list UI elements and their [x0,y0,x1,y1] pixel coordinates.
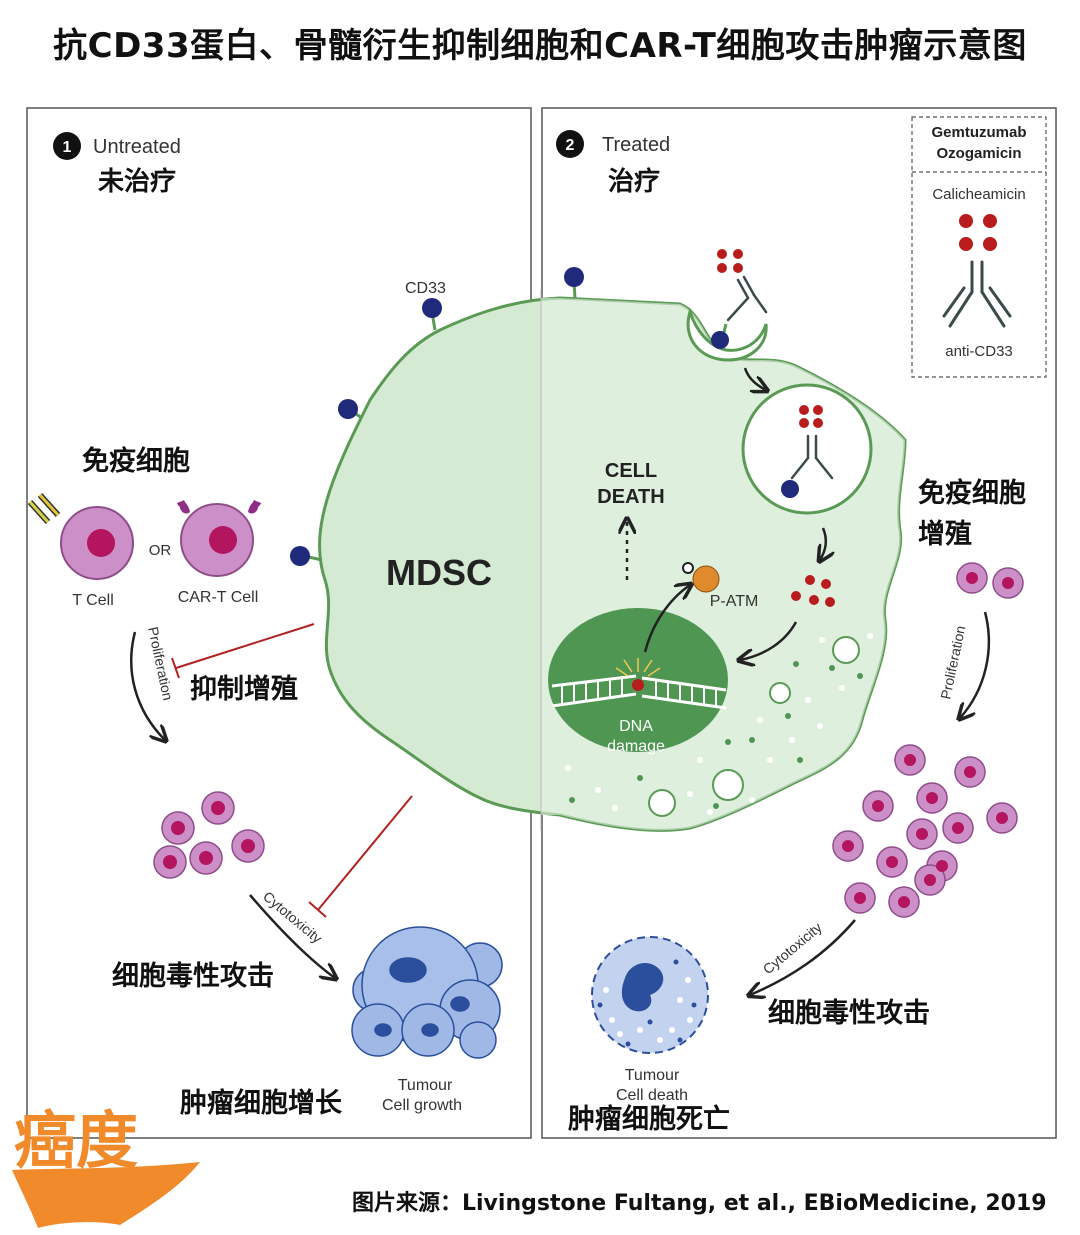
source-citation: 图片来源：Livingstone Fultang, et al., EBioMe… [352,1191,1047,1216]
proliferation-label-treated: Proliferation [937,624,968,700]
tumour-growth-cluster [351,926,503,1059]
t-cell [27,492,134,580]
drug-name-line2: Ozogamicin [936,145,1021,162]
panel1-number-badge [53,132,81,160]
arrow-to-patm [643,585,690,653]
cd33-receptors-untreated [290,267,584,566]
vesicles [648,636,860,817]
panel2-number: 2 [566,137,575,154]
panel2-number-badge [556,130,584,158]
inhibit-cytotoxicity-line [317,795,413,911]
p-atm-label: P-ATM [710,593,759,610]
immune-cells-pair [956,562,1024,599]
drug-legend [911,116,1047,378]
car-t-cell-label: CAR-T Cell [178,589,259,606]
immune-prolif-label-zh-2: 增殖 [918,518,972,550]
cytotoxic-attack-label-zh-treated: 细胞毒性攻击 [768,997,930,1029]
drug-conjugate-endosome [781,405,834,498]
immune-cell-cluster-treated [832,744,1018,918]
proliferation-label-untreated: Proliferation [145,625,176,701]
granules-green [569,661,863,809]
cell-death-label-2: DEATH [597,486,664,508]
drug-conjugate-incoming [711,249,768,349]
inhibit-proliferation-label-zh: 抑制增殖 [190,673,298,705]
or-label: OR [149,542,172,559]
dying-tumour-cell [591,936,709,1054]
logo-text: 癌度 [14,1104,138,1177]
cytotoxic-attack-label-zh-untreated: 细胞毒性攻击 [112,960,274,992]
proliferation-arrow-untreated [130,631,165,740]
cytotoxicity-arrow-untreated [249,894,335,978]
tumour-growth-label-en-1: Tumour [398,1077,453,1094]
panel1-number: 1 [63,139,72,156]
car-t-cell [176,500,262,577]
tumour-growth-label-en-2: Cell growth [382,1097,462,1114]
drug-name-line1: Gemtuzumab [931,124,1026,141]
p-atm-icon [692,565,720,593]
tcr-receptor-icon [27,492,61,525]
arrow-to-nucleus [740,621,798,660]
immune-cells-label-zh: 免疫细胞 [82,445,190,477]
proliferation-arrow-treated [960,611,991,718]
payload-label: Calicheamicin [932,186,1025,203]
arrow-internalize [743,367,766,390]
immune-prolif-label-zh-1: 免疫细胞 [918,477,1026,509]
panel1-label-zh: 未治疗 [98,166,176,197]
panel2-label-en: Treated [602,134,670,156]
mdsc-label: MDSC [386,552,492,593]
inhibit-proliferation-line [175,623,315,669]
tumour-growth-label-zh: 肿瘤细胞增长 [180,1087,343,1119]
page-title: 抗CD33蛋白、骨髓衍生抑制细胞和CAR-T细胞攻击肿瘤示意图 [53,26,1027,66]
antibody-label: anti-CD33 [945,343,1013,360]
cytotoxicity-arrow-treated [750,919,856,995]
cd33-label: CD33 [405,280,446,297]
t-cell-label: T Cell [72,592,114,609]
dna-ladder [551,674,727,710]
arrow-release [820,527,826,560]
panel1-label-en: Untreated [93,136,181,158]
tumour-death-label-en-1: Tumour [625,1067,680,1084]
cell-death-label-1: CELL [605,460,657,482]
granules-white [565,633,873,815]
dna-damage-label-1: DNA [619,718,653,735]
tumour-death-label-en-2: Cell death [616,1087,688,1104]
cytotoxicity-label-treated: Cytotoxicity [760,919,825,977]
panel2-label-zh: 治疗 [608,166,660,197]
antibody-icon [942,260,1012,328]
dna-damage-label-2: damage [607,738,665,755]
logo: 癌度 [12,1104,200,1228]
dna-break-burst-icon [615,658,661,677]
released-calicheamicin [791,575,835,607]
immune-cell-cluster-untreated [153,791,265,879]
tumour-death-label-zh: 肿瘤细胞死亡 [568,1103,730,1135]
